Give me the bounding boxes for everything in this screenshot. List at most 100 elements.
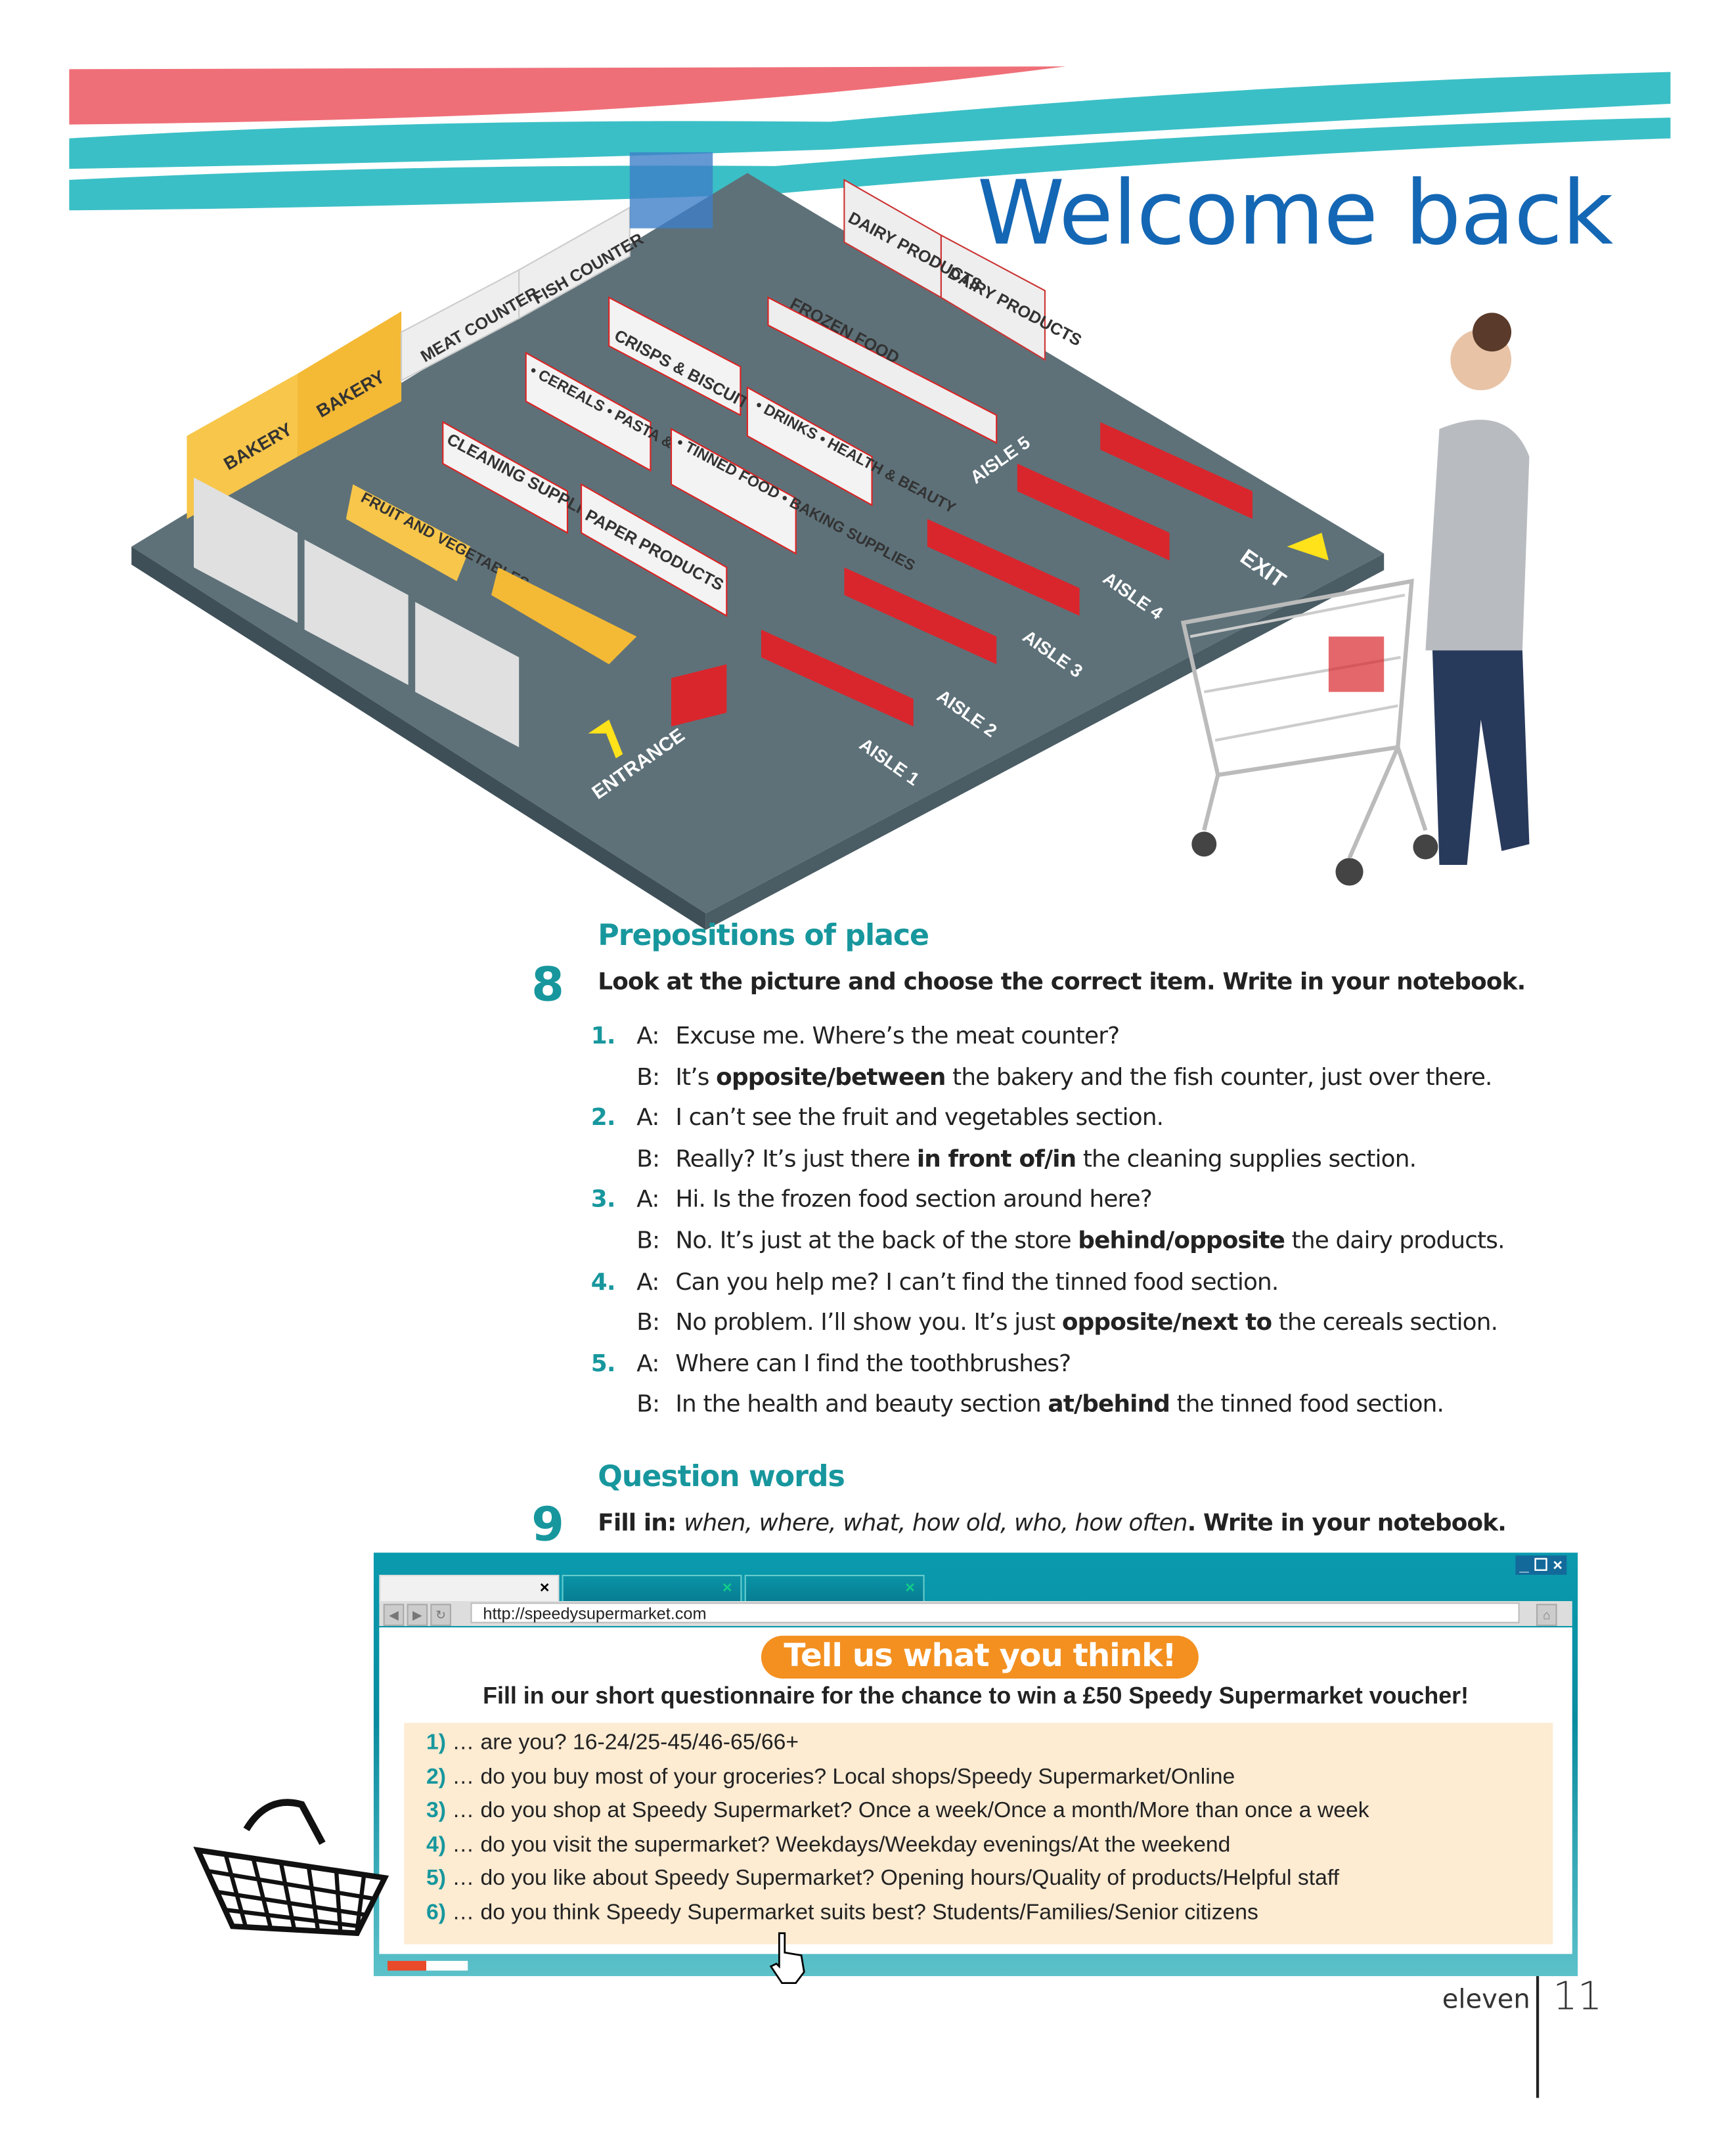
item-number: 2. (590, 1104, 616, 1133)
section-heading-prepositions: Prepositions of place (598, 919, 929, 952)
line-b-text: It’s opposite/between the bakery and the… (675, 1064, 1492, 1091)
browser-tab-2[interactable]: × (562, 1574, 742, 1603)
freezer-3 (415, 602, 520, 747)
question-text: … do you buy most of your groceries? Loc… (446, 1765, 1235, 1789)
shopping-basket-icon (193, 1799, 389, 1937)
speaker-a: A: (636, 1350, 659, 1378)
questionnaire-item: 5) … do you like about Speedy Supermarke… (426, 1867, 1339, 1892)
teal-wave-1 (69, 72, 1671, 169)
line-b-text: No problem. I’ll show you. It’s just opp… (675, 1309, 1498, 1337)
line-b-post: the tinned food section. (1170, 1391, 1444, 1419)
questionnaire-item: 1) … are you? 16-24/25-45/46-65/66+ (426, 1731, 799, 1756)
exercise-8-instruction: Look at the picture and choose the corre… (598, 969, 1526, 997)
answer-choice: in front of/in (916, 1145, 1076, 1174)
question-number: 4) (426, 1832, 447, 1857)
store-floor (131, 173, 1385, 913)
exit-arrow (1287, 533, 1329, 561)
dairy-shelf-2 (940, 234, 1046, 361)
banner-tell-us: Tell us what you think! (761, 1635, 1199, 1679)
speaker-a: A: (636, 1104, 659, 1133)
fish-counter (518, 206, 631, 320)
browser-window: _ ☐ × × × × ◀ ▶ ↻ http://speedysupermark… (373, 1552, 1578, 1977)
exercise-number-9: 9 (531, 1497, 565, 1553)
question-number: 5) (426, 1866, 447, 1891)
line-b-text: In the health and beauty section at/behi… (675, 1392, 1444, 1419)
freezer-1 (194, 477, 298, 623)
speaker-b: B: (636, 1227, 660, 1256)
answer-choice: opposite/between (716, 1063, 946, 1091)
checkouts (761, 422, 1253, 727)
line-a-text: Where can I find the toothbrushes? (675, 1350, 1071, 1378)
line-b-post: the cereals section. (1272, 1309, 1498, 1337)
questionnaire-item: 3) … do you shop at Speedy Supermarket? … (426, 1799, 1369, 1824)
line-b-pre: No. It’s just at the back of the store (675, 1227, 1078, 1256)
line-a-text: Excuse me. Where’s the meat counter? (675, 1023, 1120, 1051)
speaker-b: B: (636, 1391, 660, 1419)
questionnaire-box: 1) … are you? 16-24/25-45/46-65/66+ 2) … … (404, 1723, 1553, 1945)
browser-tab-3[interactable]: × (744, 1574, 925, 1603)
fruit-veg-stand (345, 484, 471, 582)
tab-close-icon[interactable]: × (722, 1577, 732, 1597)
exercise-number-8: 8 (531, 957, 565, 1013)
questionnaire-item: 4) … do you visit the supermarket? Weekd… (426, 1833, 1230, 1858)
header-waves (69, 66, 1671, 211)
line-b-pre: In the health and beauty section (675, 1391, 1048, 1419)
pink-wave (69, 66, 1066, 125)
exercise-9-instruction: Fill in: when, where, what, how old, who… (598, 1509, 1507, 1538)
line-b-text: No. It’s just at the back of the store b… (675, 1227, 1505, 1256)
question-number: 1) (426, 1731, 447, 1755)
paper-shelf (580, 483, 728, 617)
instruction-word-list: when, where, what, how old, who, how oft… (684, 1509, 1187, 1538)
line-a-text: Hi. Is the frozen food section around he… (675, 1186, 1153, 1214)
cleaning-shelf (442, 420, 569, 535)
line-a-text: Can you help me? I can’t find the tinned… (675, 1268, 1279, 1296)
freezer-2 (304, 539, 409, 686)
questionnaire-item: 6) … do you think Speedy Supermarket sui… (426, 1901, 1258, 1925)
tab-close-icon[interactable]: × (905, 1577, 915, 1597)
instruction-lead: Fill in: (598, 1509, 684, 1538)
question-number: 2) (426, 1765, 447, 1789)
item-number: 4. (590, 1268, 616, 1296)
home-icon[interactable]: ⌂ (1536, 1604, 1557, 1626)
speaker-a: A: (636, 1186, 659, 1214)
line-b-pre: No problem. I’ll show you. It’s just (675, 1309, 1062, 1337)
woman-with-trolley (1180, 313, 1530, 886)
page-title: Welcome back (977, 163, 1614, 266)
progress-indicator (388, 1960, 427, 1971)
tab-close-icon[interactable]: × (539, 1577, 550, 1597)
answer-choice: behind/opposite (1078, 1227, 1285, 1256)
line-b-pre: It’s (675, 1063, 717, 1091)
questionnaire-item: 2) … do you buy most of your groceries? … (426, 1765, 1235, 1790)
refresh-icon[interactable]: ↻ (430, 1604, 451, 1626)
produce-bins (491, 567, 637, 665)
item-number: 1. (590, 1023, 616, 1051)
tinned-shelf (670, 428, 797, 555)
drinks-shelf (746, 386, 873, 506)
browser-tab-1[interactable]: × (379, 1574, 560, 1603)
teal-wave-2 (69, 118, 1671, 211)
question-number: 3) (426, 1799, 447, 1823)
basket-stack (671, 664, 727, 727)
forward-arrow-icon[interactable]: ▶ (407, 1604, 428, 1626)
url-field[interactable]: http://speedysupermarket.com (470, 1602, 1520, 1623)
speaker-b: B: (636, 1145, 660, 1174)
cereals-shelf (525, 351, 652, 472)
web-page-content: Tell us what you think! Fill in our shor… (379, 1627, 1572, 1954)
entrance-arrow (588, 719, 623, 759)
back-arrow-icon[interactable]: ◀ (383, 1604, 405, 1626)
line-b-post: the cleaning supplies section. (1076, 1145, 1417, 1174)
question-text: … do you visit the supermarket? Weekdays… (446, 1832, 1231, 1857)
item-number: 3. (590, 1186, 616, 1214)
question-text: … do you think Speedy Supermarket suits … (446, 1901, 1258, 1925)
instruction-end: . Write in your notebook. (1187, 1509, 1507, 1538)
window-controls[interactable]: _ ☐ × (1515, 1555, 1567, 1575)
speaker-a: A: (636, 1023, 659, 1051)
page-number: 11 (1553, 1973, 1603, 2019)
line-b-pre: Really? It’s just there (675, 1145, 917, 1174)
freezer-cube (629, 152, 713, 229)
crisps-shelf (608, 296, 742, 416)
line-b-post: the bakery and the fish counter, just ov… (945, 1063, 1492, 1091)
question-text: … do you like about Speedy Supermarket? … (446, 1866, 1340, 1891)
item-number: 5. (590, 1350, 616, 1378)
answer-choice: opposite/next to (1061, 1309, 1272, 1337)
